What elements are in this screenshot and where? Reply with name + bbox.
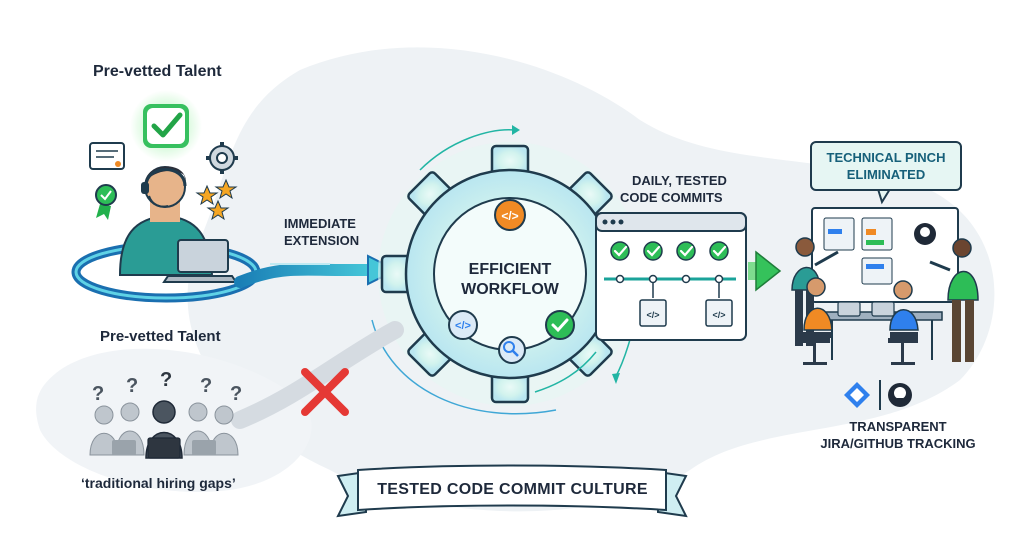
technical-pinch-badge: TECHNICAL PINCH ELIMINATED [810,141,962,191]
technical-line1: TECHNICAL PINCH [826,150,946,165]
svg-text:</>: </> [646,310,659,320]
search-icon [498,336,526,364]
transparent-line2: JIRA/GITHUB TRACKING [820,436,976,451]
transparent-line1: TRANSPARENT [849,419,947,434]
code-icon: </> [494,199,526,231]
svg-text:?: ? [160,369,172,391]
background-blob-2 [36,348,312,492]
svg-text:?: ? [200,375,212,397]
svg-text:</>: </> [501,209,518,223]
pre-vetted-talent-caption: Pre-vetted Talent [100,328,221,345]
ribbon-label: TESTED CODE COMMIT CULTURE [377,481,648,498]
transparent-tracking-label: TRANSPARENT JIRA/GITHUB TRACKING [818,418,978,452]
technical-line2: ELIMINATED [846,167,926,182]
github-icon [888,383,912,407]
svg-text:</>: </> [712,310,725,320]
traditional-hiring-crowd [89,400,239,459]
stars-icon [195,178,238,221]
svg-text:?: ? [230,383,242,405]
code-icon-blue: </> [448,310,478,340]
daily-commits-label: DAILY, TESTED CODE COMMITS [620,172,750,206]
certificate-icon [89,142,125,170]
commit-checks [610,241,729,284]
immediate-line1: IMMEDIATE [284,216,356,231]
culture-ribbon [336,464,688,518]
pre-vetted-talent-figure [71,90,261,303]
traditional-hiring-gaps-label: ‘traditional hiring gaps’ [81,475,236,491]
team-scene [791,207,979,365]
medal-icon [95,184,117,220]
faded-gap-arrow [231,321,404,429]
efficient-line1: EFFICIENT [468,261,552,278]
svg-text:?: ? [126,375,138,397]
code-file-icons: </> </> [639,283,733,327]
to-team-arrow [748,250,782,292]
jira-icon [844,382,870,408]
check-icon-gear [545,310,575,340]
pre-vetted-talent-title: Pre-vetted Talent [93,63,222,80]
efficient-line2: WORKFLOW [461,281,559,298]
question-mark-icon: ? ? ? ? ? [92,369,242,405]
daily-line2: CODE COMMITS [620,190,723,205]
daily-line1: DAILY, TESTED [632,173,727,188]
immediate-line2: EXTENSION [284,233,360,248]
browser-window-icon: </> </> [595,212,747,341]
svg-text:?: ? [92,383,104,405]
immediate-extension-label: IMMEDIATE EXTENSION [284,215,359,249]
gear-icon [206,142,238,174]
efficient-workflow-label: EFFICIENT WORKFLOW [448,260,572,300]
svg-text:</>: </> [455,320,471,332]
cross-icon [301,368,349,416]
